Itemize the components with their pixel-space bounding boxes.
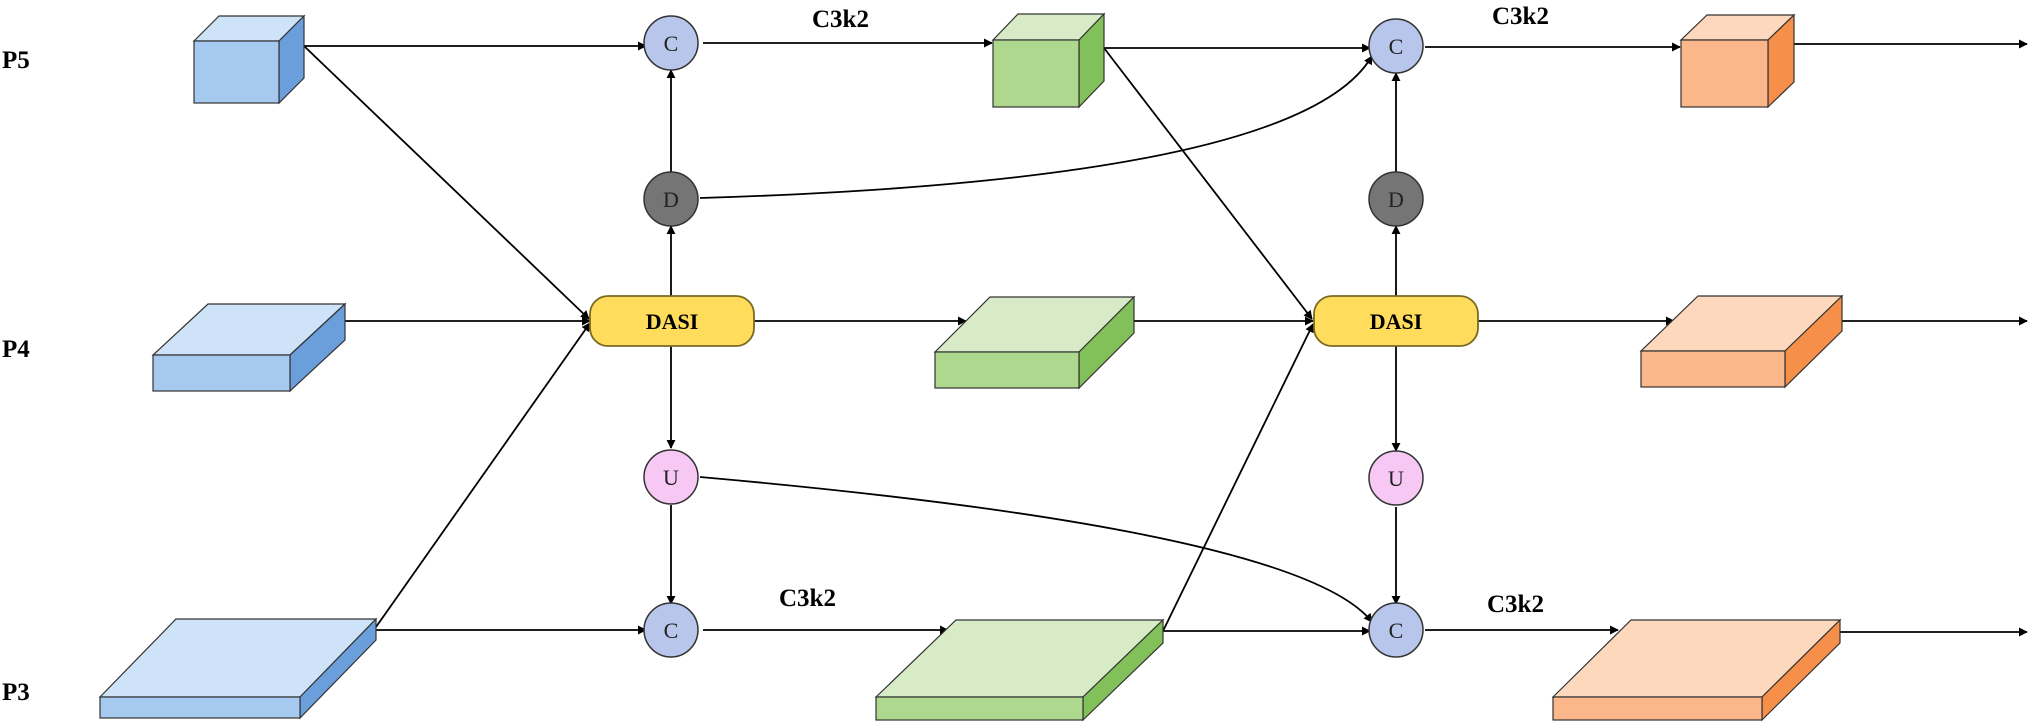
feature-map-p5-output [1679,13,1796,109]
feature-map-p4-output [1639,294,1844,389]
upsample-node-1: U [643,449,699,505]
feature-map-p3-mid [874,618,1165,722]
concat-node-3: C [1368,18,1424,74]
feature-map-p5-input [192,14,306,105]
edge-p3in-to-dasi1 [375,322,591,628]
dasi-node-1: DASI [589,295,755,347]
edge-g5-to-dasi2 [1103,47,1313,320]
level-label-p4: P4 [2,336,30,363]
upsample-node-2: U [1368,450,1424,506]
concat-node-3-label: C [1389,34,1404,59]
feature-map-p5-mid [991,12,1106,109]
c3k2-label-top-left: C3k2 [812,6,869,33]
edge-g3-to-dasi2 [1162,323,1314,632]
feature-map-p3-output [1551,618,1842,722]
downsample-node-2: D [1368,171,1424,227]
c3k2-label-bottom-left: C3k2 [779,585,836,612]
edge-p5in-to-dasi1 [303,45,590,320]
downsample-node-2-label: D [1388,187,1404,212]
concat-node-2-label: C [664,618,679,643]
dasi-node-2: DASI [1313,295,1479,347]
concat-node-4-label: C [1389,618,1404,643]
concat-node-2: C [643,602,699,658]
concat-node-1-label: C [664,31,679,56]
concat-node-4: C [1368,602,1424,658]
dasi-node-2-label: DASI [1370,309,1423,334]
edges [303,38,2028,637]
edge-u1-to-c4-curve [699,476,1373,623]
level-label-p3: P3 [2,679,30,706]
upsample-node-2-label: U [1388,466,1404,491]
feature-map-p4-mid [933,295,1136,390]
edge-d1-to-c3-curve [699,55,1373,199]
feature-map-p3-input [98,617,378,720]
level-label-p5: P5 [2,47,30,74]
downsample-node-1: D [643,171,699,227]
c3k2-label-bottom-right: C3k2 [1487,591,1544,618]
c3k2-label-top-right: C3k2 [1492,3,1549,30]
concat-node-1: C [643,15,699,71]
downsample-node-1-label: D [663,187,679,212]
dasi-node-1-label: DASI [646,309,699,334]
upsample-node-1-label: U [663,465,679,490]
feature-map-p4-input [151,302,347,393]
